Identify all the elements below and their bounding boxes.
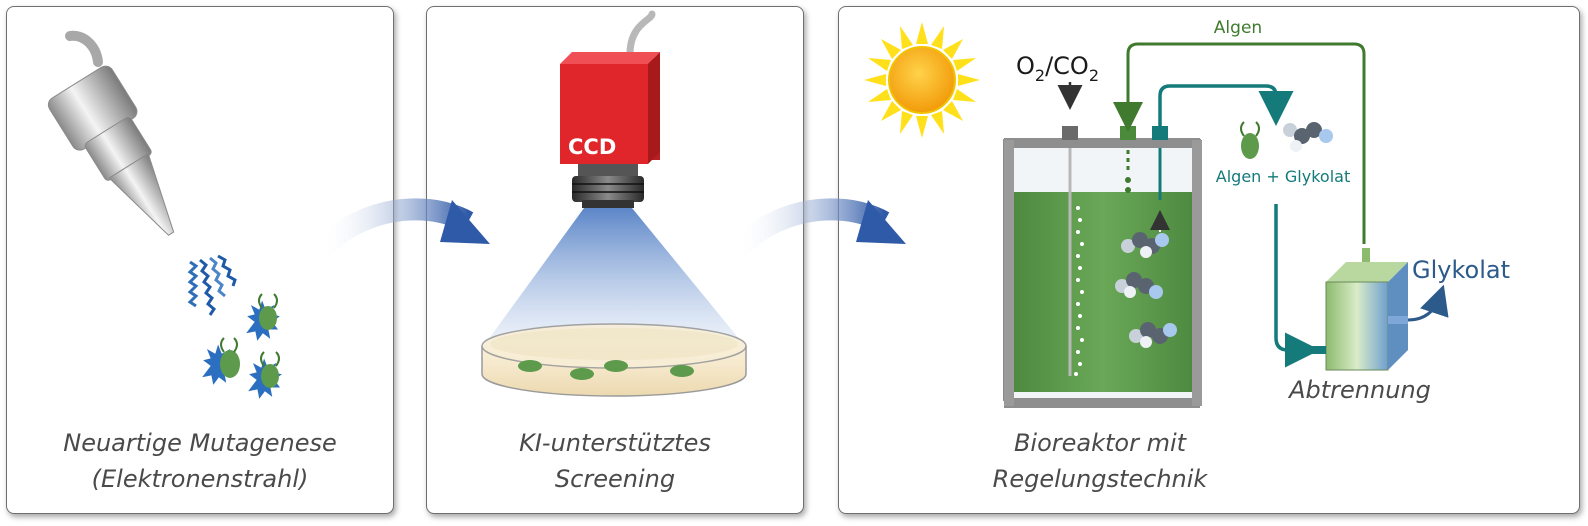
product-out-arrow-icon (1407, 284, 1449, 322)
bioreactor-icon (1003, 126, 1202, 408)
caption-line: (Elektronenstrahl) (91, 465, 309, 493)
caption-line: KI-unterstütztes (519, 429, 711, 457)
electron-gun-icon (47, 30, 175, 236)
caption-line: Neuartige Mutagenese (63, 429, 337, 457)
camera-label: CCD (568, 135, 616, 159)
ccd-camera-icon: CCD (560, 10, 660, 208)
caption-line: Screening (554, 465, 676, 493)
colony-icon (570, 368, 594, 380)
petri-dish-icon (481, 323, 747, 397)
flow-arrow-1-icon (311, 198, 490, 260)
caption-separation: Abtrennung (1289, 376, 1431, 404)
colony-icon (604, 360, 628, 372)
product-label: Glykolat (1412, 256, 1510, 284)
colony-icon (670, 365, 694, 377)
algae-label: Algen (1214, 18, 1262, 38)
caption-line: Regelungstechnik (992, 465, 1208, 493)
mixture-out-line (1158, 84, 1294, 126)
caption-line: Bioreaktor mit (1013, 429, 1187, 457)
electron-beam-icon (187, 254, 237, 316)
glycolate-molecule-icon (1121, 232, 1169, 258)
caption-screening: KI-unterstütztes Screening (426, 425, 804, 497)
flow-arrow-2-icon (727, 198, 906, 260)
glycolate-molecule-icon (1115, 272, 1163, 299)
caption-mutagenesis: Neuartige Mutagenese (Elektronenstrahl) (6, 425, 394, 497)
gas-bubbles-icon (1074, 206, 1084, 376)
algae-return-line (1113, 42, 1366, 244)
panel-bioreactor (838, 6, 1580, 514)
colony-icon (518, 360, 542, 372)
gas-label: O2/CO2 (1016, 52, 1099, 85)
mixture-to-separator-line (1274, 204, 1320, 368)
glycolate-molecule-icon (1283, 122, 1333, 152)
separator-icon (1310, 248, 1408, 371)
caption-bioreactor: Bioreaktor mit Regelungstechnik (940, 425, 1260, 497)
algae-icon (1240, 121, 1260, 159)
mutated-algae-icon (199, 293, 285, 402)
mixture-label: Algen + Glykolat (1216, 167, 1350, 186)
sun-icon (864, 22, 980, 138)
glycolate-molecule-icon (1129, 322, 1177, 348)
light-cone-icon (488, 208, 740, 340)
